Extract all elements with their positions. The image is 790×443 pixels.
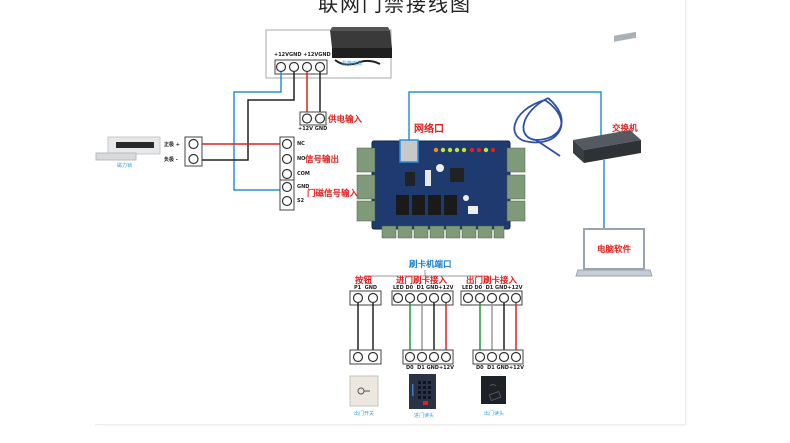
door-sensor-terminal-s2: S2 — [297, 198, 305, 204]
power-input-label: 供电输入 — [328, 115, 363, 125]
signal-terminal-nc: NC — [297, 141, 305, 147]
button-group-label: 按钮 — [355, 276, 373, 286]
diagram-card — [95, 0, 686, 425]
wire-black-lock-neg — [195, 72, 295, 161]
exit-button-icon — [349, 375, 379, 407]
terminal-label: LED — [393, 285, 404, 291]
entry-reader-caption: 进门读头 — [414, 413, 435, 419]
door-sensor-terminal-gnd: GND — [297, 184, 310, 190]
terminal-label: D1 — [417, 365, 425, 371]
terminal-label: +12V — [274, 52, 290, 58]
terminal — [314, 61, 326, 73]
terminal-label: GND — [314, 126, 328, 132]
terminal-label: D0 — [405, 285, 414, 291]
network-wire-top — [408, 91, 602, 140]
terminal-label: D1 — [485, 285, 494, 291]
terminal-label: GND — [426, 285, 439, 291]
terminal-label: D1 — [487, 365, 495, 371]
computer-label: 电脑软件 — [597, 245, 632, 255]
wire-blue-com — [233, 72, 284, 191]
terminal-label: GND — [364, 285, 378, 291]
signal-output-label: 信号输出 — [305, 155, 340, 165]
power-supply-terminal-block — [274, 59, 328, 75]
exit-reader-caption: 出门读头 — [484, 411, 505, 417]
terminal-label: +12V — [298, 126, 314, 132]
terminal-label: +12V — [438, 365, 454, 371]
terminal-label: +12V — [303, 52, 319, 58]
switch-label: 交换机 — [612, 124, 638, 134]
terminal-label: GND — [318, 52, 331, 58]
terminal — [288, 61, 300, 73]
reader-ports-label: 刷卡机端口 — [409, 260, 452, 270]
terminal-label: +12V — [438, 285, 454, 291]
button-terminal-labels: P1 GND — [354, 285, 377, 291]
terminal-label: +12V — [507, 285, 523, 291]
controller-board — [356, 139, 526, 239]
terminal-label: GND — [496, 365, 509, 371]
signal-terminal-com: COM — [297, 171, 310, 177]
exit-reader-icon — [481, 376, 506, 404]
network-port — [399, 139, 419, 163]
entry-reader-terminal-labels: LED D0 D1 GND+12V — [393, 285, 454, 291]
exit-button-caption: 出门开关 — [354, 411, 375, 417]
exit-reader-group-label: 出门刷卡接入 — [466, 276, 518, 286]
ethernet-cable-icon — [513, 97, 563, 157]
exit-device-terminal-labels: D0 D1 GND+12V — [476, 365, 524, 371]
entry-reader-group-label: 进门刷卡接入 — [396, 276, 448, 286]
terminal — [275, 61, 287, 73]
exit-reader-terminal-labels: LED D0 D1 GND+12V — [462, 285, 523, 291]
terminal-label: P1 — [354, 285, 362, 291]
terminal-label: D0 — [474, 285, 483, 291]
entry-reader-icon — [409, 374, 436, 409]
terminal-label: D1 — [416, 285, 425, 291]
terminal-label: D0 — [476, 365, 484, 371]
terminal-label: GND — [289, 52, 302, 58]
terminal-label: D0 — [406, 365, 414, 371]
diagram-title: 联网门禁接线图 — [318, 0, 472, 16]
power-supply-icon — [330, 27, 392, 66]
maglock-caption: 磁力锁 — [117, 163, 133, 169]
maglock-icon — [95, 136, 161, 161]
entry-device-terminal-labels: D0 D1 GND+12V — [406, 365, 454, 371]
terminal-label: GND — [426, 365, 439, 371]
power-supply-terminal-labels: +12VGND +12VGND — [274, 52, 331, 58]
button-wires — [357, 303, 374, 352]
signal-terminal-no: NO — [297, 156, 306, 162]
reader-port-bracket — [365, 275, 489, 283]
terminal-label: +12V — [508, 365, 524, 371]
network-switch-icon — [573, 31, 641, 163]
maglock-terminal-negative: 负极 - — [164, 157, 178, 163]
door-sensor-label: 门磁信号输入 — [307, 189, 359, 199]
maglock-terminal-positive: 正极 + — [164, 142, 180, 148]
terminal-label: LED — [462, 285, 473, 291]
laptop-icon — [575, 228, 653, 277]
power-supply-caption: 机箱电源 — [342, 61, 363, 67]
terminal-label: GND — [495, 285, 508, 291]
power-input-terminal-labels: +12V GND — [298, 126, 327, 132]
terminal — [301, 61, 313, 73]
network-port-label: 网络口 — [414, 124, 444, 135]
